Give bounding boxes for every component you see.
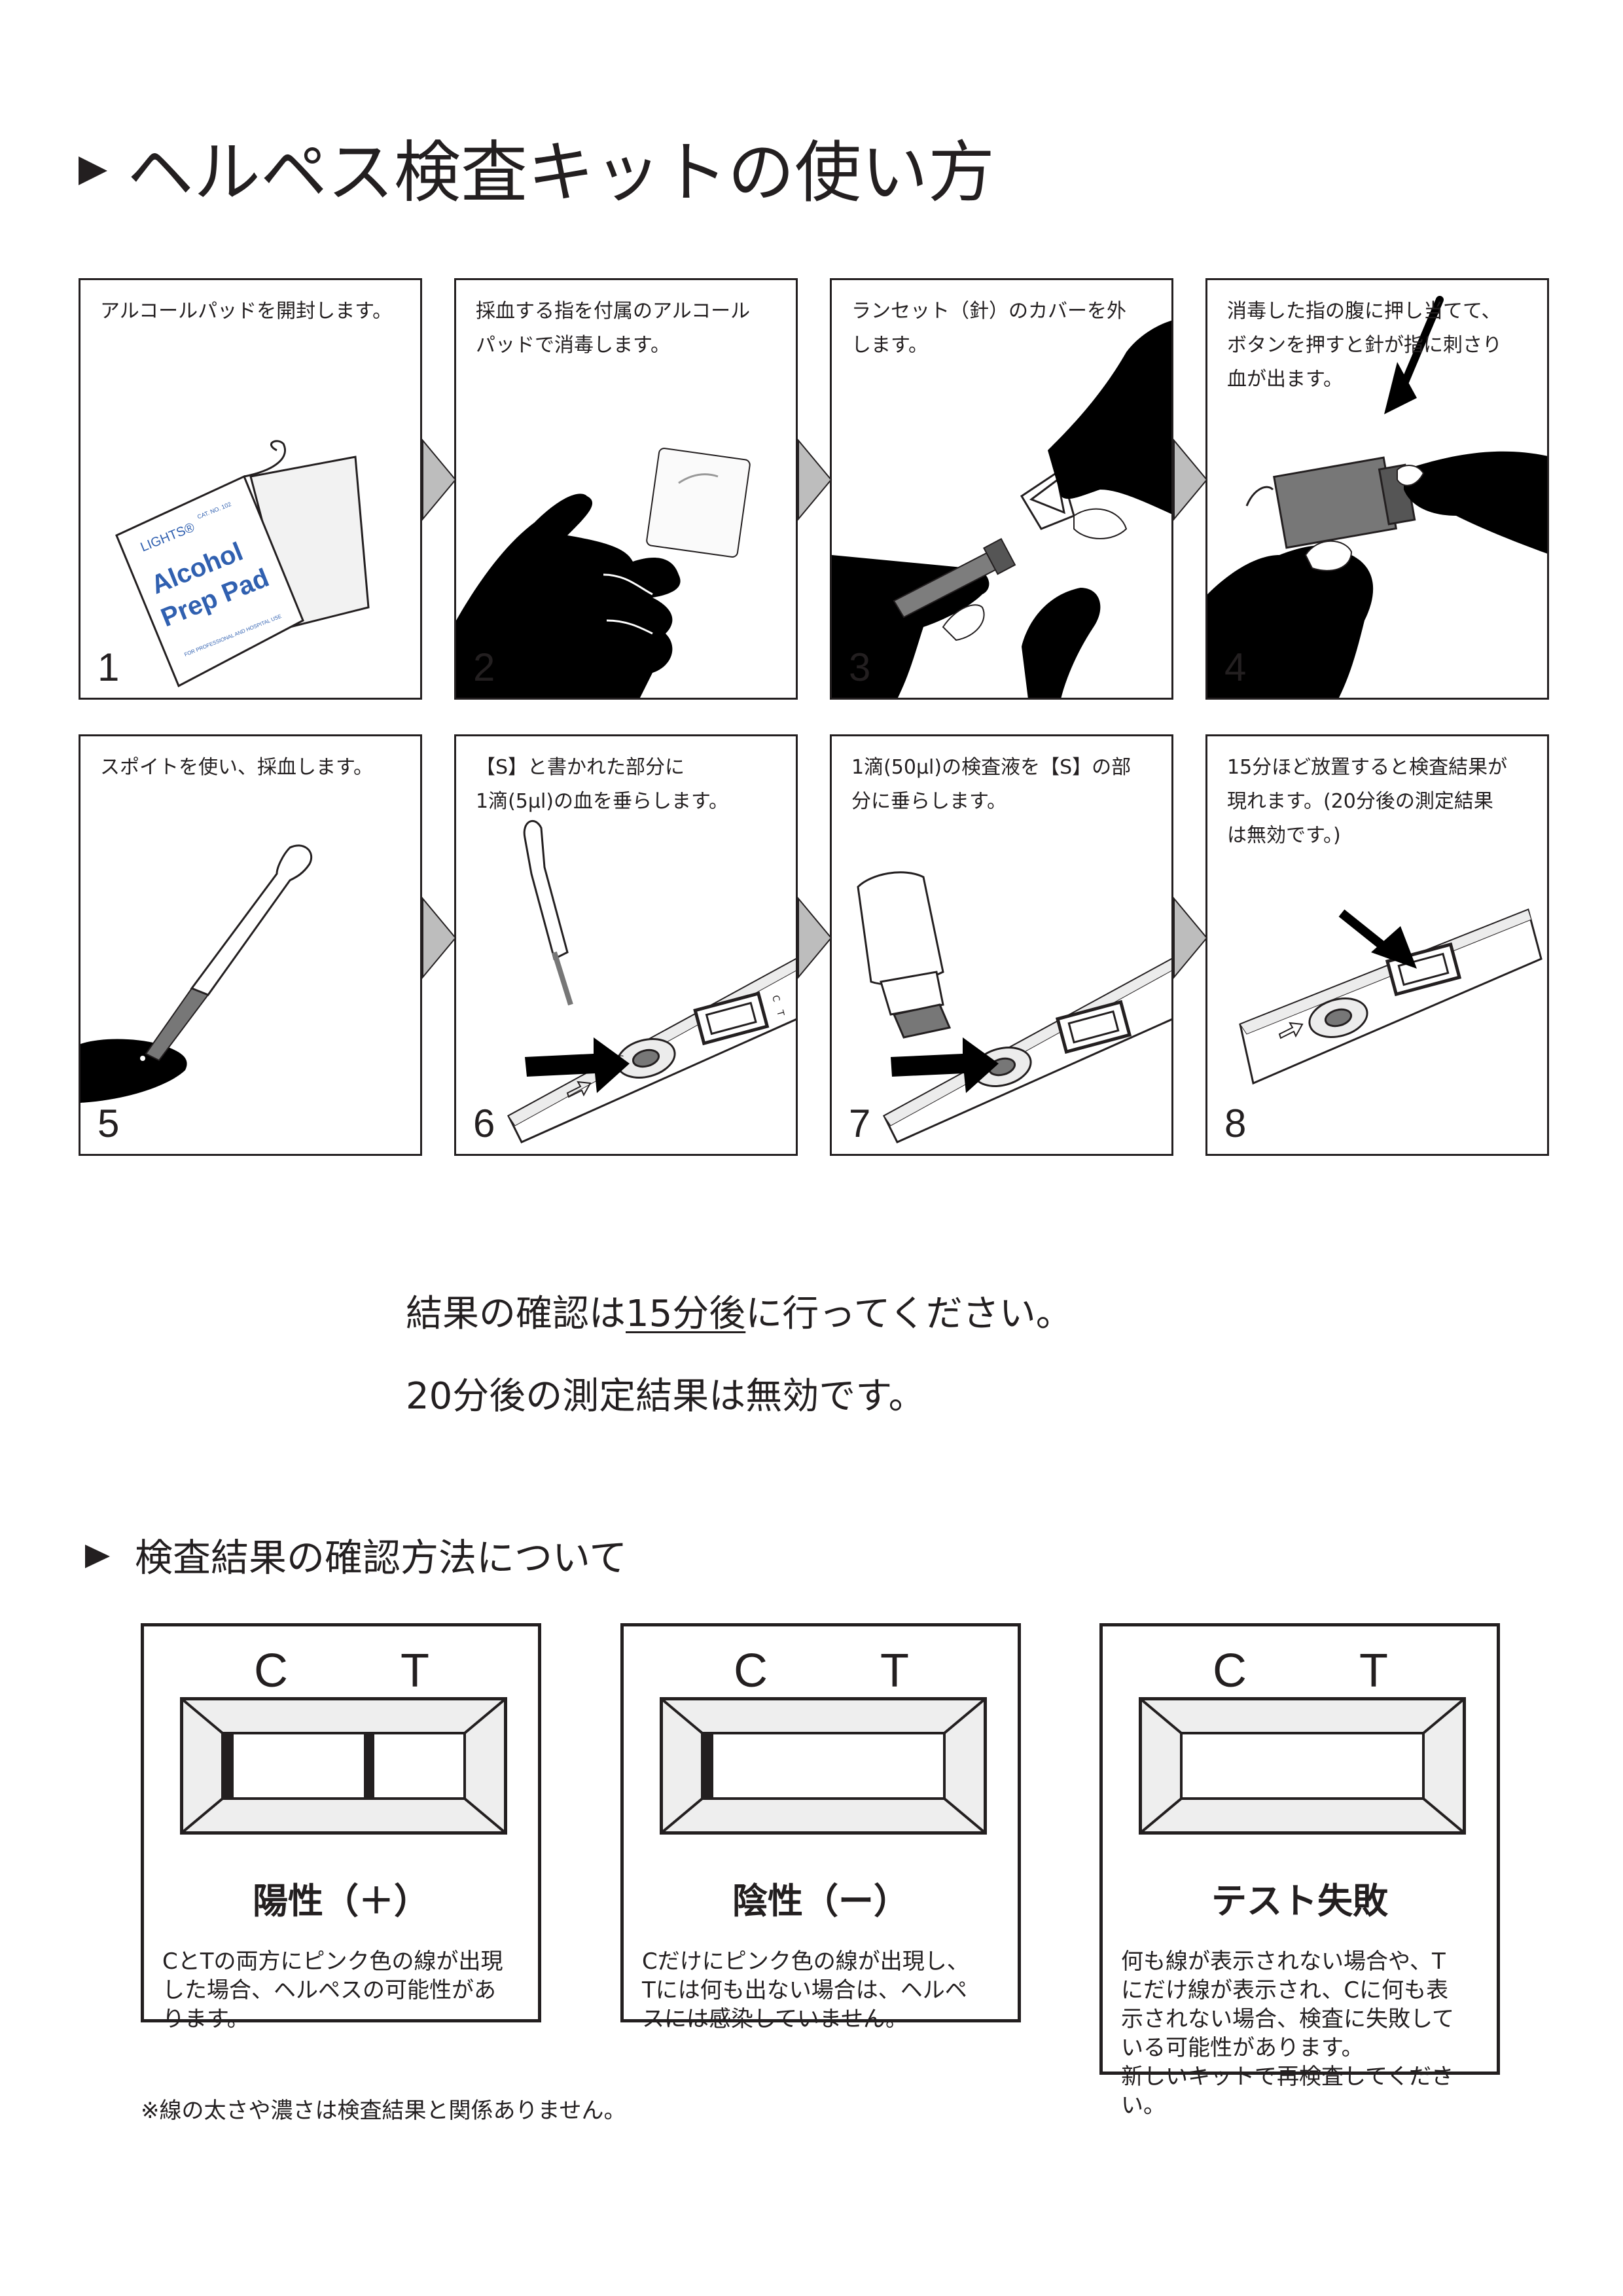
step-number: 2: [473, 645, 495, 689]
step-number: 1: [98, 645, 120, 689]
timing-note-line1: 結果の確認は15分後に行ってください。: [406, 1293, 1073, 1335]
step-panel-3: ランセット（針）のカバーを外 します。 3: [830, 278, 1173, 700]
svg-text:T: T: [774, 1009, 786, 1018]
next-arrow-icon: [422, 897, 457, 979]
step-panel-7: 1滴(50μl)の検査液を【S】の部 分に垂らします。 7: [830, 734, 1173, 1156]
page-title: ヘルペス検査キットの使い方: [79, 131, 995, 216]
c-label: C: [1213, 1645, 1247, 1697]
step-panel-8: 15分ほど放置すると検査結果が 現れます。(20分後の測定結果 は無効です。) 8: [1205, 734, 1549, 1156]
next-arrow-icon: [1173, 897, 1208, 979]
triangle-bullet-icon: [79, 156, 107, 186]
t-line-mark: [364, 1733, 374, 1799]
step-number: 8: [1224, 1102, 1247, 1145]
step-panel-2: 採血する指を付属のアルコール パッドで消毒します。 2: [454, 278, 798, 700]
t-label: T: [1359, 1645, 1388, 1697]
next-arrow-icon: [1173, 439, 1208, 521]
next-arrow-icon: [798, 897, 832, 979]
strip-with-bottle-illustration: [857, 871, 1171, 1143]
t-label: T: [880, 1645, 909, 1697]
step-number: 3: [849, 645, 871, 689]
result-description: CとTの両方にピンク色の線が出現 した場合、ヘルペスの可能性があ ります。: [162, 1948, 503, 2032]
result-description: Cだけにピンク色の線が出現し、 Tには何も出ない場合は、ヘルペ スには感染してい…: [642, 1948, 969, 2032]
step-panel-1: LIGHTS® CAT. NO. 102 Alcohol Prep Pad FO…: [79, 278, 422, 700]
next-arrow-icon: [422, 439, 457, 521]
result-box-1: C T 陽性（＋） CとTの両方にピンク色の線が出現 した場合、ヘルペスの可能性があ…: [141, 1623, 541, 2032]
step-number: 4: [1224, 645, 1247, 689]
t-label: T: [401, 1645, 429, 1697]
c-line-mark: [223, 1733, 234, 1799]
step-arrows: [422, 439, 1208, 979]
lancet-illustration: [832, 320, 1171, 698]
next-arrow-icon: [798, 439, 832, 521]
section-title-results: 検査結果の確認方法について: [85, 1532, 627, 1584]
timing-note: 結果の確認は15分後に行ってください。 20分後の測定結果は無効です。: [406, 1273, 1073, 1438]
hand-with-pad-illustration: [456, 448, 751, 698]
step-caption: ランセット（針）のカバーを外 します。: [851, 300, 1126, 357]
step-caption: 【S】と書かれた部分に 1滴(5μl)の血を垂らします。: [476, 756, 729, 813]
alcohol-pad-illustration: LIGHTS® CAT. NO. 102 Alcohol Prep Pad FO…: [115, 440, 370, 688]
result-box-2: C T 陰性（ー） Cだけにピンク色の線が出現し、 Tには何も出ない場合は、ヘルペ …: [620, 1623, 1021, 2032]
step-number: 7: [849, 1102, 871, 1145]
step-number: 5: [98, 1102, 120, 1145]
timing-note-line2: 20分後の測定結果は無効です。: [406, 1375, 925, 1418]
step-caption: 1滴(50μl)の検査液を【S】の部 分に垂らします。: [851, 756, 1132, 813]
step-caption: アルコールパッドを開封します。: [100, 300, 393, 323]
strip-with-dropper-illustration: S C T: [507, 819, 796, 1143]
result-description: 何も線が表示されない場合や、T にだけ線が表示され、Cに何も表 示されない場合、…: [1121, 1948, 1454, 2119]
step-number: 6: [473, 1102, 495, 1145]
result-box-3: C T テスト失敗何も線が表示されない場合や、T にだけ線が表示され、Cに何も表 …: [1099, 1623, 1500, 2119]
step-caption: 採血する指を付属のアルコール パッドで消毒します。: [476, 300, 751, 357]
page-title-text: ヘルペス検査キットの使い方: [127, 134, 995, 212]
dropper-illustration: [80, 844, 313, 1103]
result-title: 陰性（ー）: [732, 1880, 909, 1922]
step-caption: スポイトを使い、採血します。: [100, 756, 373, 779]
svg-text:C: C: [770, 994, 781, 1003]
test-window: [660, 1697, 987, 1835]
test-window: [1139, 1697, 1466, 1835]
step-caption: 消毒した指の腹に押し当てて、 ボタンを押すと針が指に刺さり 血が出ます。: [1227, 300, 1502, 391]
result-title: 陽性（＋）: [253, 1880, 429, 1922]
step-panel-5: スポイトを使い、採血します。 5: [79, 734, 422, 1156]
result-title: テスト失敗: [1211, 1880, 1388, 1922]
step-panel-6: S C T 【S】と書かれた部分に 1滴(5μl)の血を垂らします。 6: [454, 734, 798, 1156]
pressing-lancet-illustration: [1207, 296, 1547, 698]
step-panel-4: 消毒した指の腹に押し当てて、 ボタンを押すと針が指に刺さり 血が出ます。 4: [1205, 278, 1549, 700]
triangle-bullet-icon: [85, 1544, 110, 1568]
strip-result-illustration: [1239, 908, 1543, 1085]
c-line-mark: [703, 1733, 713, 1799]
step-caption: 15分ほど放置すると検査結果が 現れます。(20分後の測定結果 は無効です。): [1227, 756, 1508, 847]
fifteen-minutes-underlined: 15分後: [626, 1293, 746, 1335]
test-window: [180, 1697, 507, 1835]
footnote: ※線の太さや濃さは検査結果と関係ありません。: [141, 2098, 626, 2124]
c-label: C: [254, 1645, 288, 1697]
c-label: C: [734, 1645, 768, 1697]
